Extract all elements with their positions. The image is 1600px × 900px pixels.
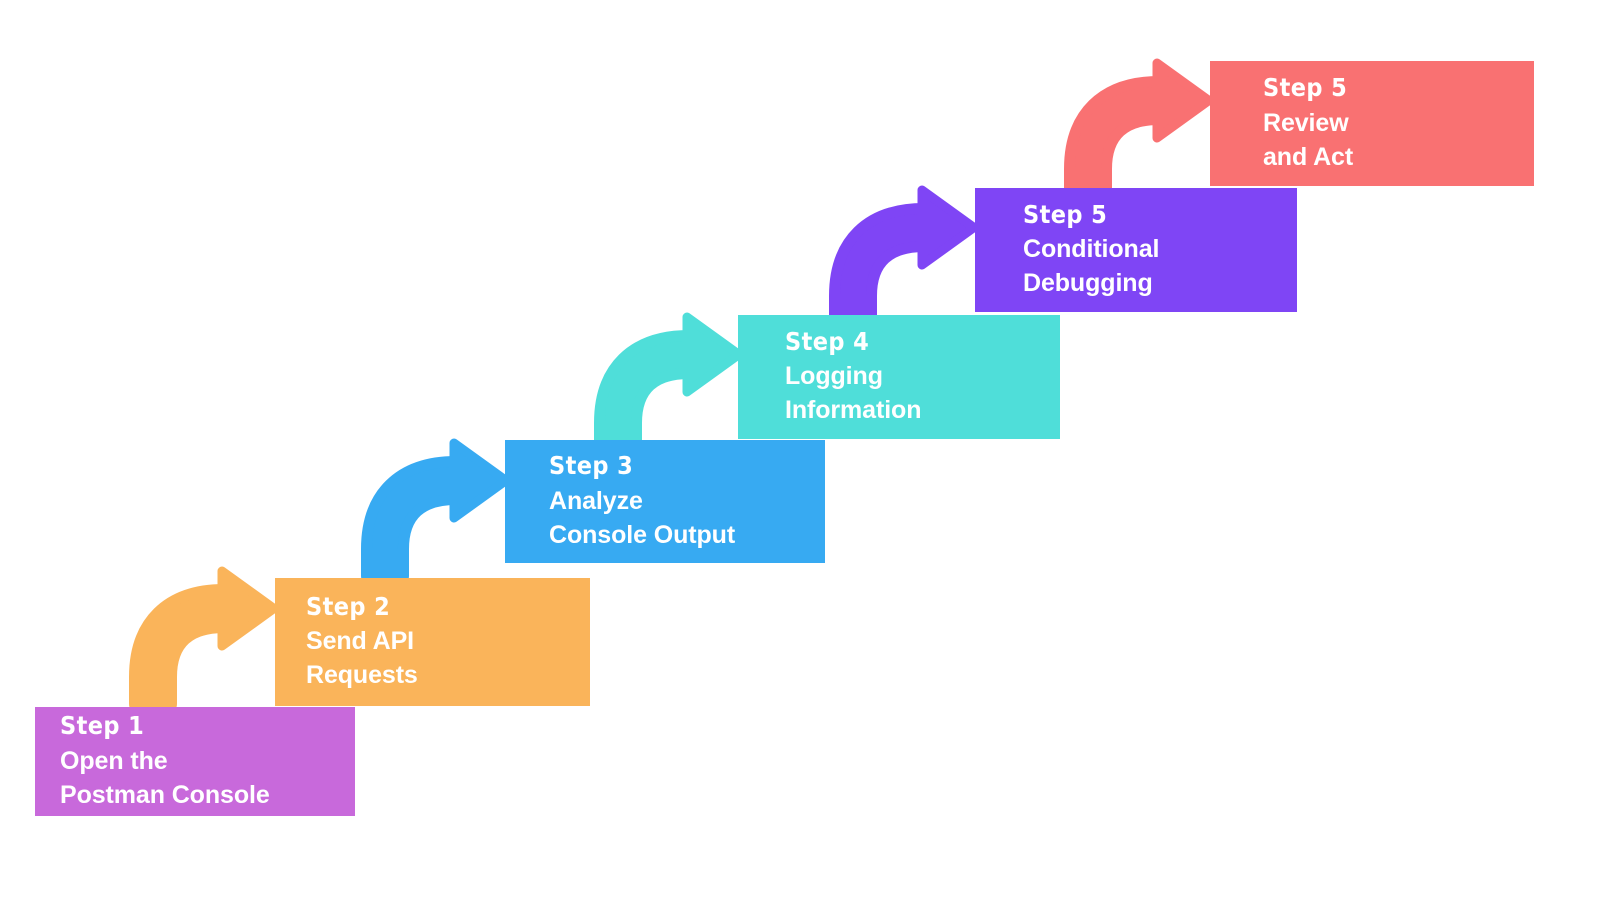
arrow-2-to-3-icon (361, 438, 510, 582)
step-label-3: Step 3 (549, 451, 634, 481)
step-box-4[interactable]: Step 4 Logging Information (738, 315, 1060, 439)
arrow-1-to-2-icon (129, 566, 278, 710)
step-label-4: Step 4 (785, 326, 870, 356)
step-box-1[interactable]: Step 1 Open the Postman Console (35, 707, 355, 816)
step-label-1: Step 1 (60, 711, 145, 741)
step-label-2: Step 2 (306, 591, 391, 621)
step-body-1: Open the Postman Console (60, 746, 270, 809)
step-label-5: Step 5 (1023, 199, 1108, 229)
step-box-2[interactable]: Step 2 Send API Requests (275, 578, 590, 706)
step-box-6[interactable]: Step 5 Review and Act (1210, 61, 1534, 186)
arrow-3-to-4-icon (594, 312, 743, 456)
arrow-4-to-5-icon (829, 185, 978, 329)
arrow-5-to-6-icon (1064, 58, 1213, 202)
step-body-5: Conditional Debugging (1023, 235, 1160, 298)
step-body-2: Send API Requests (306, 627, 418, 690)
step-box-3[interactable]: Step 3 Analyze Console Output (505, 440, 825, 563)
step-body-3: Analyze Console Output (549, 486, 736, 549)
step-body-6: Review and Act (1263, 108, 1354, 171)
step-body-4: Logging Information (785, 362, 922, 425)
step-box-5[interactable]: Step 5 Conditional Debugging (975, 188, 1297, 312)
step-label-6: Step 5 (1263, 73, 1348, 103)
